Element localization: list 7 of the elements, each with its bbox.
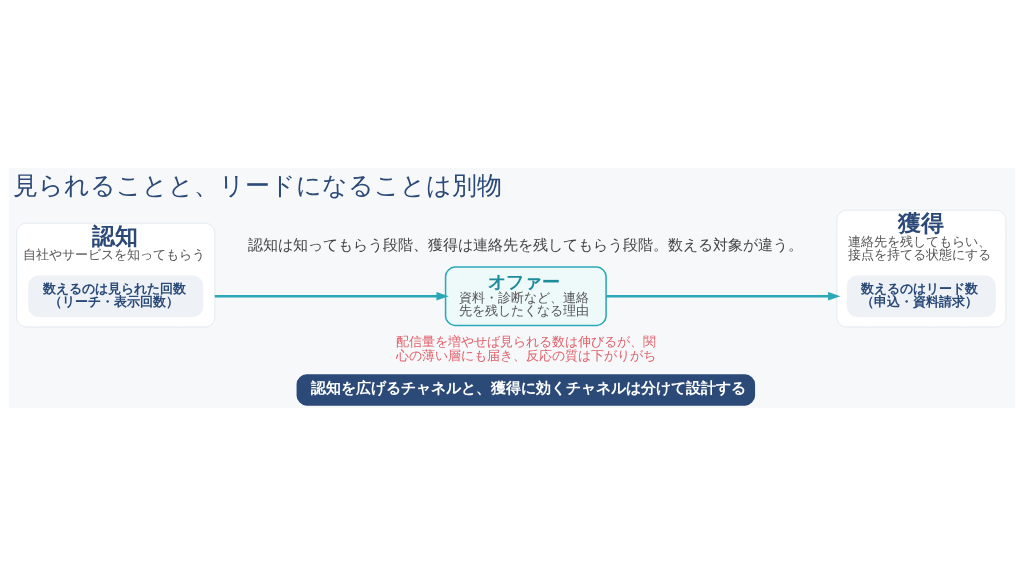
node-box: 認知を広げるチャネルと、獲得に効くチャネルは分けて設計する [296, 374, 756, 406]
node-box: オファー 資料・診断など、連絡先を残したくなる理由 [444, 266, 607, 327]
arrow [214, 291, 449, 301]
label: 認知は知ってもらう段階、獲得は連絡先を残してもらう段階。数える対象が違う。 [248, 236, 804, 255]
node-label: 配信量を増やせば見られる数は伸びるが、関心の薄い層にも届き、反応の質は下がりがち [395, 333, 656, 364]
diagram-title: 見られることと、リードになることは別物 [13, 170, 503, 200]
arrow [606, 291, 841, 301]
